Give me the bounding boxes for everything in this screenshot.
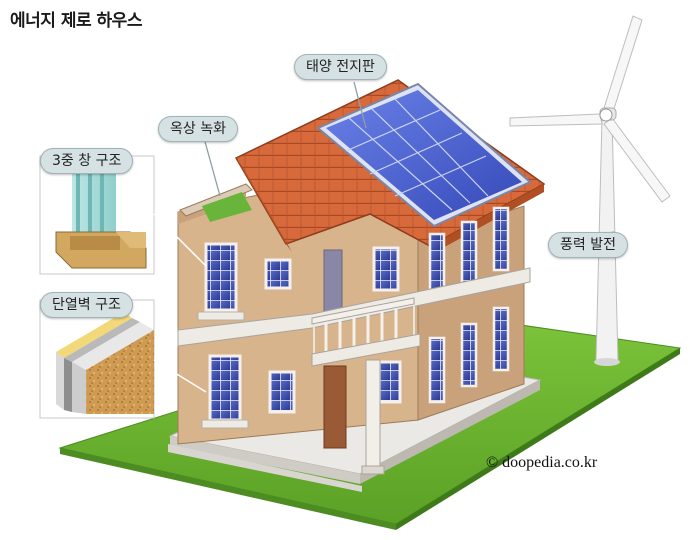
side-windows xyxy=(428,206,510,404)
label-triple-glazing: 3중 창 구조 xyxy=(40,148,134,174)
diagram-title: 에너지 제로 하우스 xyxy=(10,11,142,31)
label-solar-panel: 태양 전지판 xyxy=(294,54,387,80)
label-wind-power: 풍력 발전 xyxy=(548,232,628,258)
solar-panel xyxy=(316,82,532,228)
label-insulated-wall: 단열벽 구조 xyxy=(40,292,133,318)
label-rooftop-greening: 옥상 녹화 xyxy=(158,116,238,142)
front-windows xyxy=(197,242,402,449)
balcony xyxy=(177,267,531,475)
rooftop-garden xyxy=(179,183,253,222)
copyright-credit: © doopedia.co.kr xyxy=(486,454,598,471)
insulated-wall-inset xyxy=(39,299,155,419)
